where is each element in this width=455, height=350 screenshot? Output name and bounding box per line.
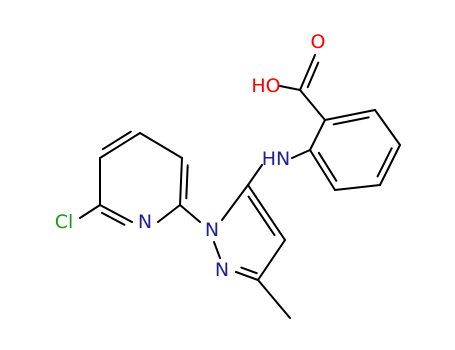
bond-py-5	[99, 204, 133, 223]
bond-py-5-second	[100, 211, 126, 226]
bond-benz-1	[324, 109, 376, 121]
bond-benz-2	[374, 109, 401, 146]
bond-acid-ring	[299, 89, 326, 121]
bond-n1-pyridine	[179, 204, 201, 223]
atom-hydroxyl: HO	[251, 75, 280, 97]
bond-pyr-c3n2-second	[240, 266, 258, 275]
bond-pyr-c4c3	[257, 239, 286, 281]
bond-benz-5	[309, 149, 336, 191]
atom-labels-layer: O HO HN N N N Cl	[55, 31, 326, 281]
bond-benz-3	[379, 144, 401, 186]
bond-c-cl	[79, 204, 101, 219]
bond-benz-1-second	[332, 116, 370, 126]
bond-py-2	[139, 132, 183, 159]
atom-pyridine-n: N	[138, 211, 152, 233]
bond-pyr-c3n2	[235, 271, 259, 281]
bond-pyr-n1c5	[221, 184, 249, 221]
atom-carbonyl-oxygen: O	[311, 31, 326, 53]
bond-c-oh	[279, 85, 301, 91]
bond-carbonyl	[299, 54, 316, 91]
bond-py-3-second	[101, 130, 132, 151]
bond-benz-5-second	[317, 151, 338, 182]
bond-py-1	[179, 157, 183, 206]
bond-pyr-c5c4	[247, 184, 286, 241]
bond-benz-4	[334, 184, 381, 191]
bond-ring-nh	[291, 149, 311, 159]
bond-pyr-c5c4-second	[247, 195, 276, 237]
bond-benz-6	[309, 119, 326, 151]
atom-chlorine: Cl	[55, 211, 74, 233]
bonds-layer	[79, 54, 401, 319]
atom-amine-nh: HN	[262, 148, 291, 170]
bond-py-3	[99, 132, 141, 159]
bond-benz-3-second	[376, 147, 393, 178]
bond-methyl	[257, 279, 291, 319]
bond-pyr-n2n1	[213, 241, 221, 259]
atom-pyrazole-n1: N	[205, 219, 219, 241]
bond-nh-pyrazole	[247, 164, 263, 186]
bond-py-6	[157, 204, 181, 223]
bond-py-1-second	[185, 164, 189, 200]
bond-carbonyl-second	[306, 61, 320, 89]
atom-pyrazole-n2: N	[215, 259, 229, 281]
